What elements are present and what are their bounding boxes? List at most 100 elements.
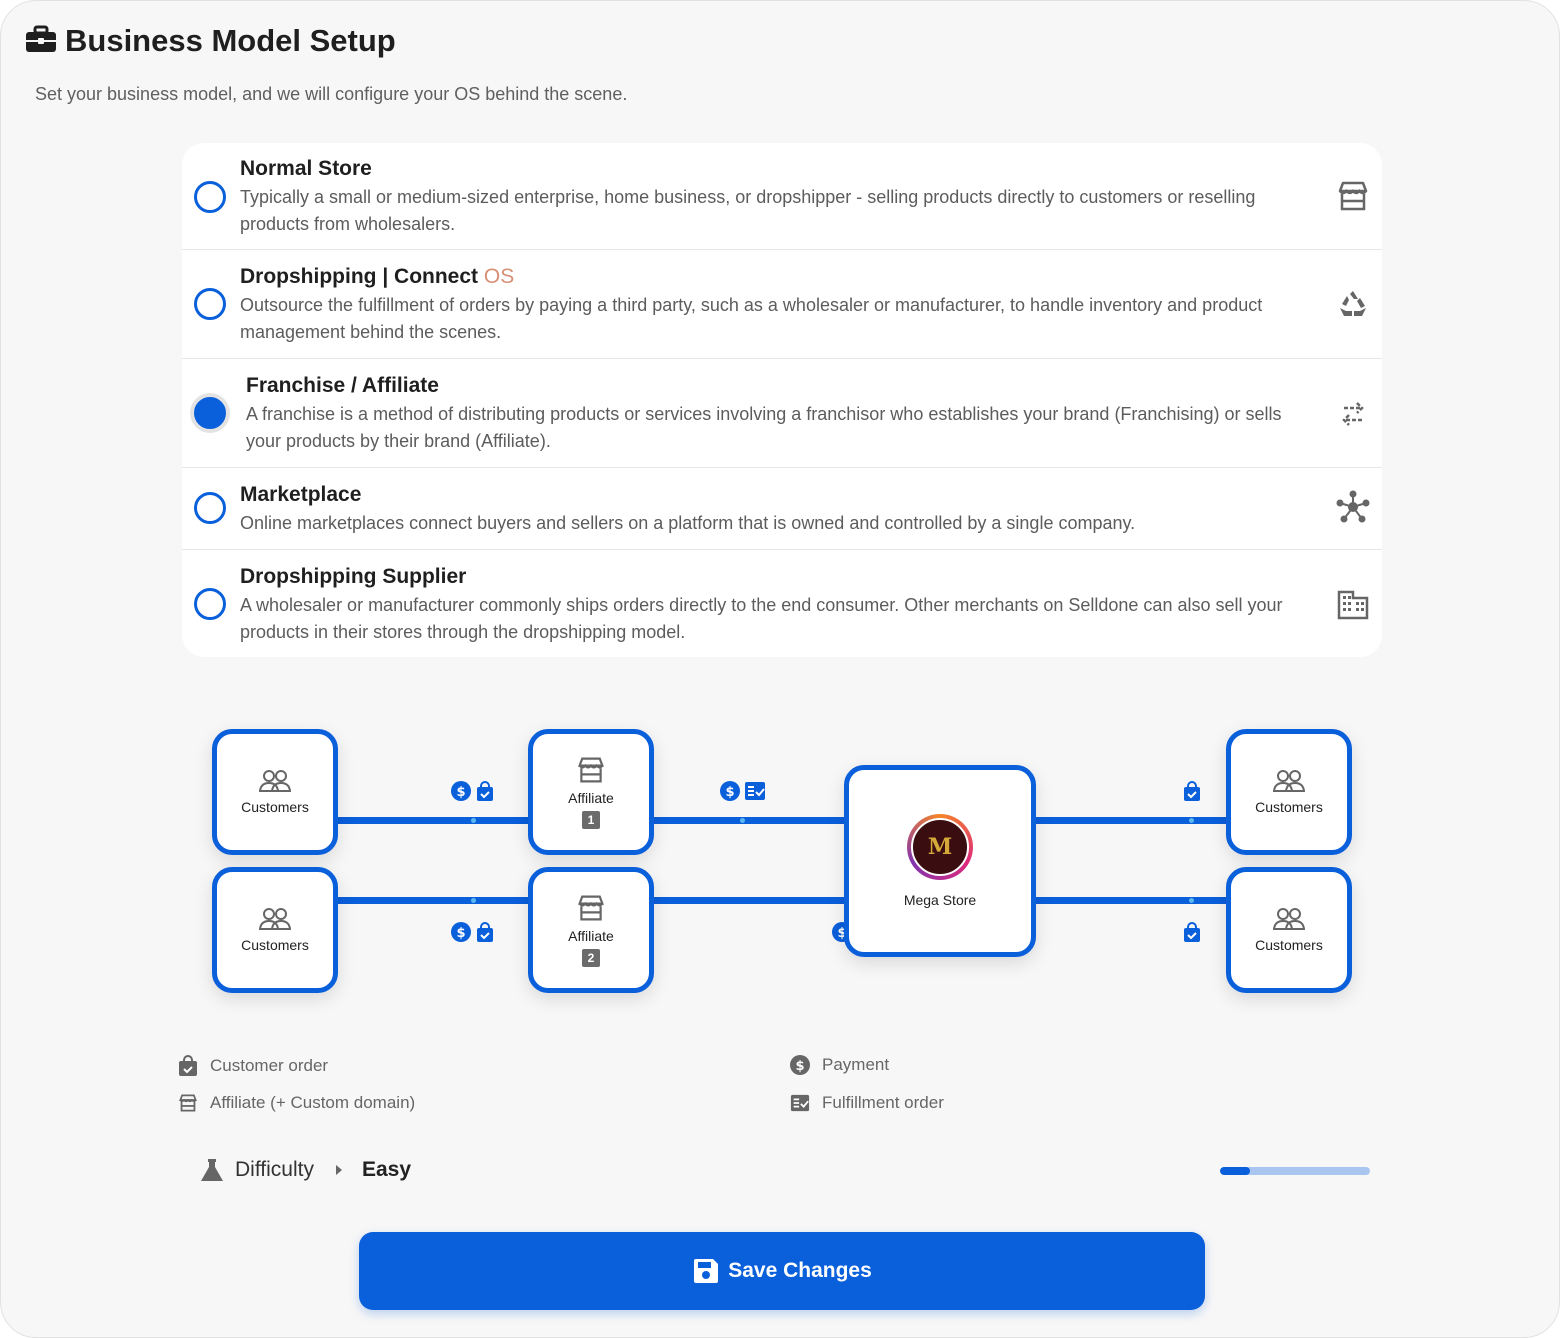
option-normal-store[interactable]: Normal Store Typically a small or medium… xyxy=(182,143,1382,250)
difficulty-row: Difficulty Easy xyxy=(199,1157,411,1183)
difficulty-progress-fill xyxy=(1220,1167,1250,1175)
option-description: Typically a small or medium-sized enterp… xyxy=(240,187,1256,234)
flow-dot xyxy=(1189,898,1194,903)
business-model-options: Normal Store Typically a small or medium… xyxy=(182,143,1382,657)
option-franchise-affiliate[interactable]: Franchise / Affiliate A franchise is a m… xyxy=(182,359,1382,468)
shopping-bag-icon xyxy=(477,781,493,801)
payment-order-icons: $ xyxy=(451,781,495,801)
flow-line xyxy=(1033,817,1229,824)
payment-icon: $ xyxy=(720,781,740,801)
payment-icon: $ xyxy=(451,781,471,801)
option-dropshipping-connect[interactable]: Dropshipping | Connect OS Outsource the … xyxy=(182,250,1382,359)
affiliate-label: Affiliate xyxy=(568,927,614,944)
save-icon xyxy=(694,1259,719,1283)
legend-label: Affiliate (+ Custom domain) xyxy=(210,1093,416,1112)
flask-icon xyxy=(201,1159,223,1181)
store-logo: M xyxy=(907,814,973,880)
payment-fulfillment-icons: $ xyxy=(720,781,766,801)
page-header: Business Model Setup xyxy=(25,23,396,59)
users-icon xyxy=(259,908,291,930)
building-icon xyxy=(1336,588,1370,622)
legend-label: Payment xyxy=(822,1055,890,1074)
flow-line xyxy=(652,897,848,904)
flow-line xyxy=(1033,897,1229,904)
option-description: A wholesaler or manufacturer commonly sh… xyxy=(240,595,1283,642)
svg-text:$: $ xyxy=(725,785,734,800)
legend-payment: $ Payment xyxy=(790,1055,889,1075)
mega-store-label: Mega Store xyxy=(903,892,977,908)
customers-node: Customers xyxy=(212,867,338,993)
flow-line xyxy=(336,817,531,824)
flow-dot xyxy=(471,898,476,903)
difficulty-label: Difficulty xyxy=(235,1158,314,1181)
legend-fulfillment-order: Fulfillment order xyxy=(790,1093,944,1113)
users-icon xyxy=(259,770,291,792)
customers-node: Customers xyxy=(1226,867,1352,993)
storefront-icon xyxy=(578,895,604,920)
option-description: Online marketplaces connect buyers and s… xyxy=(240,513,1136,533)
storefront-icon xyxy=(1336,179,1370,213)
briefcase-icon xyxy=(25,25,57,58)
option-title: Marketplace xyxy=(240,483,362,506)
option-title: Franchise / Affiliate xyxy=(246,374,439,397)
option-description: A franchise is a method of distributing … xyxy=(246,404,1282,451)
save-button-label: Save Changes xyxy=(728,1259,872,1282)
customers-node: Customers xyxy=(1226,729,1352,855)
svg-text:$: $ xyxy=(795,1059,804,1074)
svg-text:$: $ xyxy=(837,926,846,941)
store-logo-letter: M xyxy=(911,818,969,876)
storefront-icon xyxy=(179,1094,197,1112)
business-flow-diagram: $ $ $ $ Customers Customers xyxy=(1,701,1560,1021)
users-icon xyxy=(1273,908,1305,930)
flow-line xyxy=(652,817,848,824)
difficulty-progress-bar xyxy=(1220,1167,1370,1175)
page-title: Business Model Setup xyxy=(65,23,396,58)
legend-affiliate: Affiliate (+ Custom domain) xyxy=(178,1093,415,1113)
affiliate-number-badge: 2 xyxy=(582,948,600,967)
customers-label: Customers xyxy=(1255,937,1323,953)
legend-label: Fulfillment order xyxy=(822,1093,944,1112)
option-title: Dropshipping | Connect OS xyxy=(240,265,514,289)
flow-dot xyxy=(471,818,476,823)
hub-icon xyxy=(1336,490,1370,524)
svg-text:$: $ xyxy=(456,926,465,941)
customers-node: Customers xyxy=(212,729,338,855)
radio-normal-store[interactable] xyxy=(194,181,226,213)
os-accent: OS xyxy=(483,265,515,288)
option-title-text: Dropshipping | Connect xyxy=(240,265,479,288)
flow-dot xyxy=(1189,818,1194,823)
page-subtitle: Set your business model, and we will con… xyxy=(35,84,628,104)
customers-label: Customers xyxy=(1255,799,1323,815)
radio-marketplace[interactable] xyxy=(194,492,226,524)
shopping-bag-icon xyxy=(179,1055,197,1076)
payment-order-icons: $ xyxy=(451,922,495,942)
order-icon xyxy=(1182,922,1202,942)
fulfillment-order-icon xyxy=(790,1094,810,1112)
legend-customer-order: Customer order xyxy=(178,1055,328,1077)
recycle-icon xyxy=(1336,288,1370,322)
svg-text:$: $ xyxy=(456,785,465,800)
shopping-bag-icon xyxy=(477,922,493,942)
users-icon xyxy=(1273,770,1305,792)
affiliate-number-badge: 1 xyxy=(582,810,600,829)
difficulty-value: Easy xyxy=(361,1158,412,1181)
option-dropshipping-supplier[interactable]: Dropshipping Supplier A wholesaler or ma… xyxy=(182,550,1382,657)
affiliate-node-2: Affiliate 2 xyxy=(528,867,654,993)
radio-franchise-affiliate[interactable] xyxy=(194,397,226,429)
payment-icon: $ xyxy=(451,922,471,942)
radio-dropshipping-connect[interactable] xyxy=(194,288,226,320)
storefront-icon xyxy=(578,757,604,782)
option-marketplace[interactable]: Marketplace Online marketplaces connect … xyxy=(182,468,1382,550)
shopping-bag-icon xyxy=(1184,781,1200,801)
radio-dropshipping-supplier[interactable] xyxy=(194,588,226,620)
customers-label: Customers xyxy=(241,937,309,953)
fulfillment-order-icon xyxy=(745,782,765,800)
save-changes-button[interactable]: Save Changes xyxy=(359,1232,1205,1310)
payment-icon: $ xyxy=(790,1055,810,1075)
order-icon xyxy=(1182,781,1202,801)
option-description: Outsource the fulfillment of orders by p… xyxy=(240,295,1263,342)
affiliate-label: Affiliate xyxy=(568,789,614,806)
flow-dot xyxy=(740,818,745,823)
option-title: Dropshipping Supplier xyxy=(240,565,467,588)
